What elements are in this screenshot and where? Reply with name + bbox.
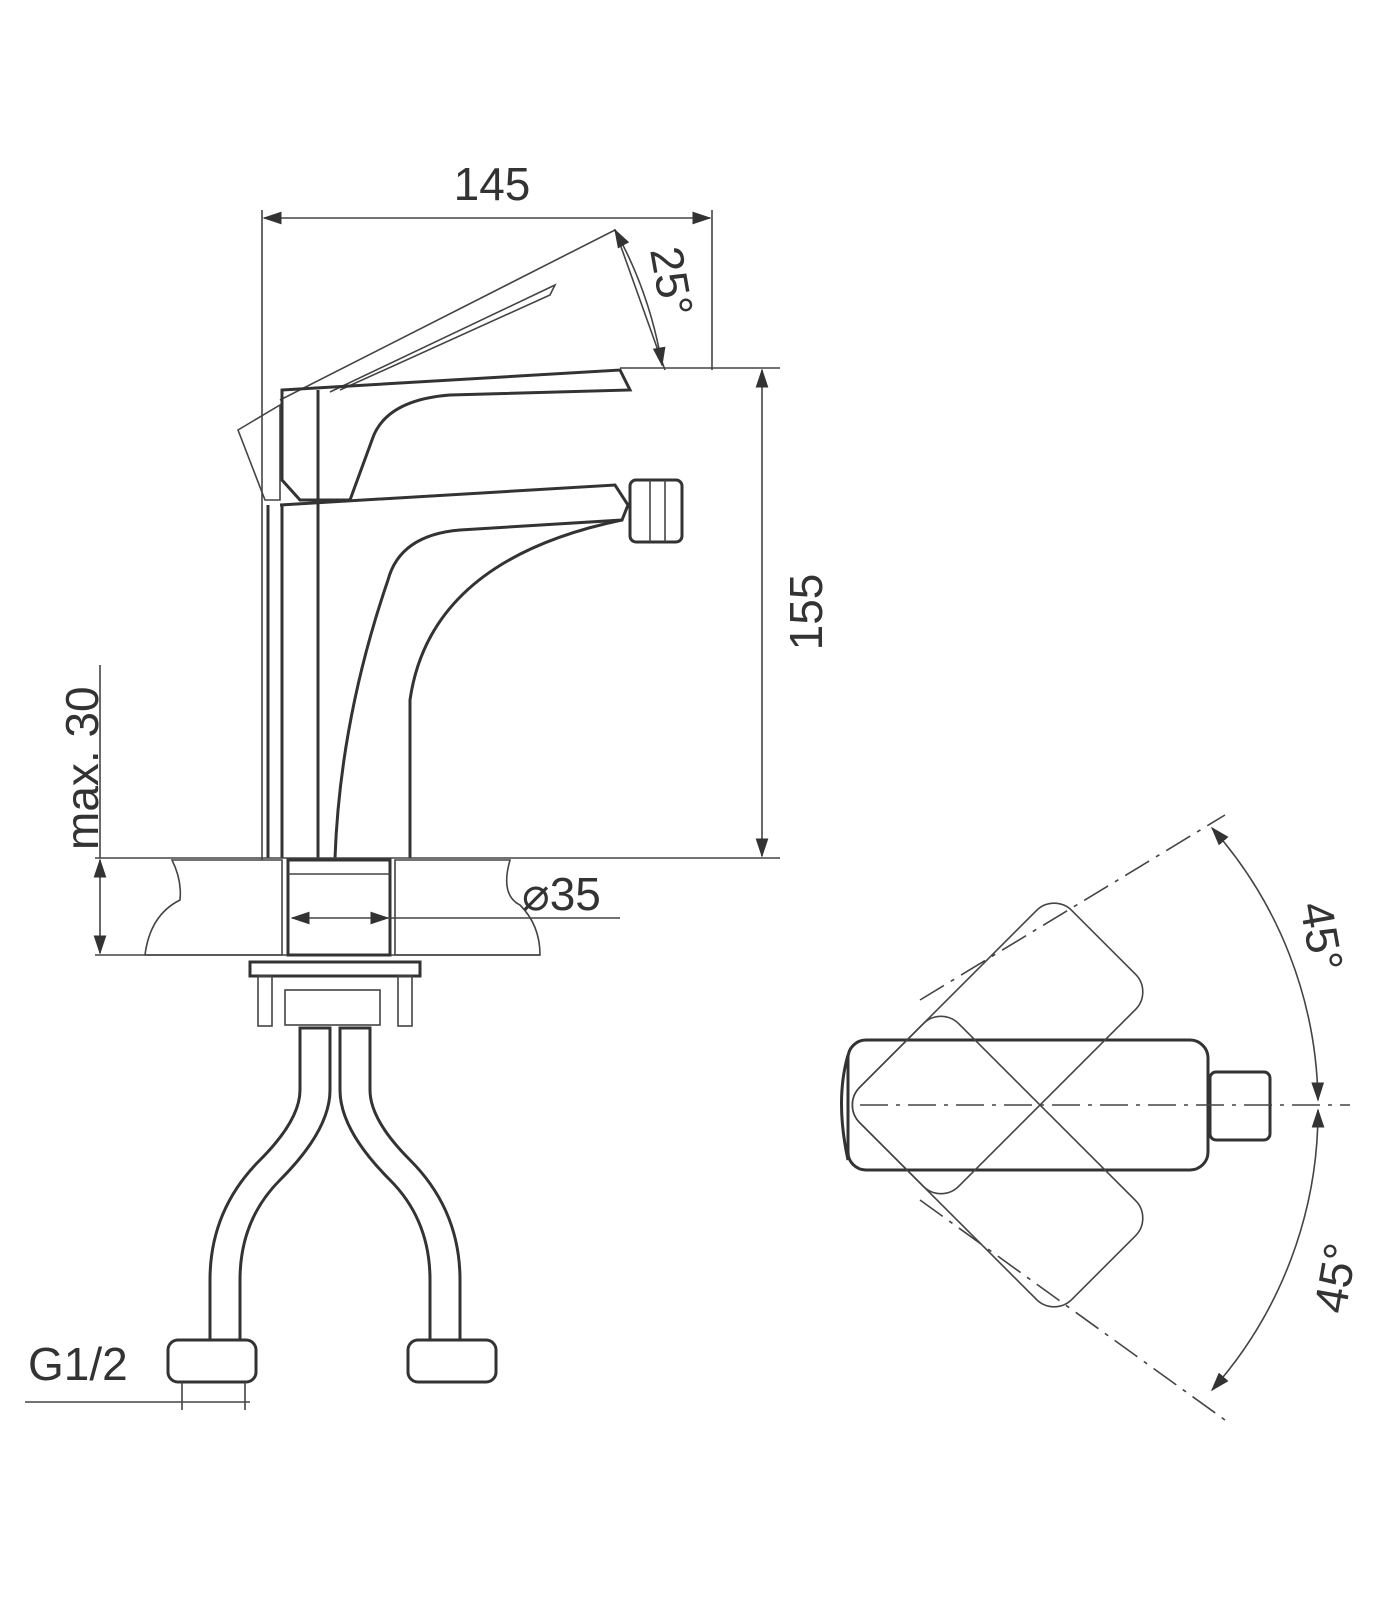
swivel-angle-upper: 45° xyxy=(1290,898,1353,976)
body-column xyxy=(266,390,320,858)
fixing-nut xyxy=(284,989,381,1026)
swivel-arc-upper xyxy=(1210,826,1325,1102)
aerator-top xyxy=(1208,1070,1272,1142)
fixing-plate xyxy=(248,960,422,978)
max-deck-thickness-label: max. 30 xyxy=(56,686,108,850)
width-dimension: 145 xyxy=(454,158,531,210)
swivel-angle-lower: 45° xyxy=(1304,1239,1367,1317)
handle-raised-outline xyxy=(237,228,666,501)
top-view: 45° 45° xyxy=(840,814,1367,1421)
hole-diameter-label: ⌀35 xyxy=(522,868,601,920)
handle xyxy=(280,368,633,502)
hose-nut-left xyxy=(166,1338,258,1384)
height-dimension: 155 xyxy=(780,574,832,651)
hose-right xyxy=(338,1026,462,1342)
spout xyxy=(279,483,630,859)
side-view: 145 25° 155 ⌀35 max. 30 xyxy=(25,158,832,1410)
hose-left xyxy=(208,1026,332,1342)
angle-arc xyxy=(614,228,666,367)
handle-rotated-right xyxy=(851,1015,1144,1308)
lever-angle-label: 25° xyxy=(640,243,703,321)
hose-nut-right xyxy=(406,1338,498,1384)
mounting-shank xyxy=(286,858,392,957)
aerator xyxy=(628,478,684,544)
swivel-arc-lower xyxy=(1210,1108,1325,1392)
deck-section-left xyxy=(144,859,283,956)
connection-thread-label: G1/2 xyxy=(28,1338,128,1390)
deck-section-right xyxy=(394,859,541,956)
body-front xyxy=(408,518,623,858)
handle-rotated-left xyxy=(851,902,1144,1195)
